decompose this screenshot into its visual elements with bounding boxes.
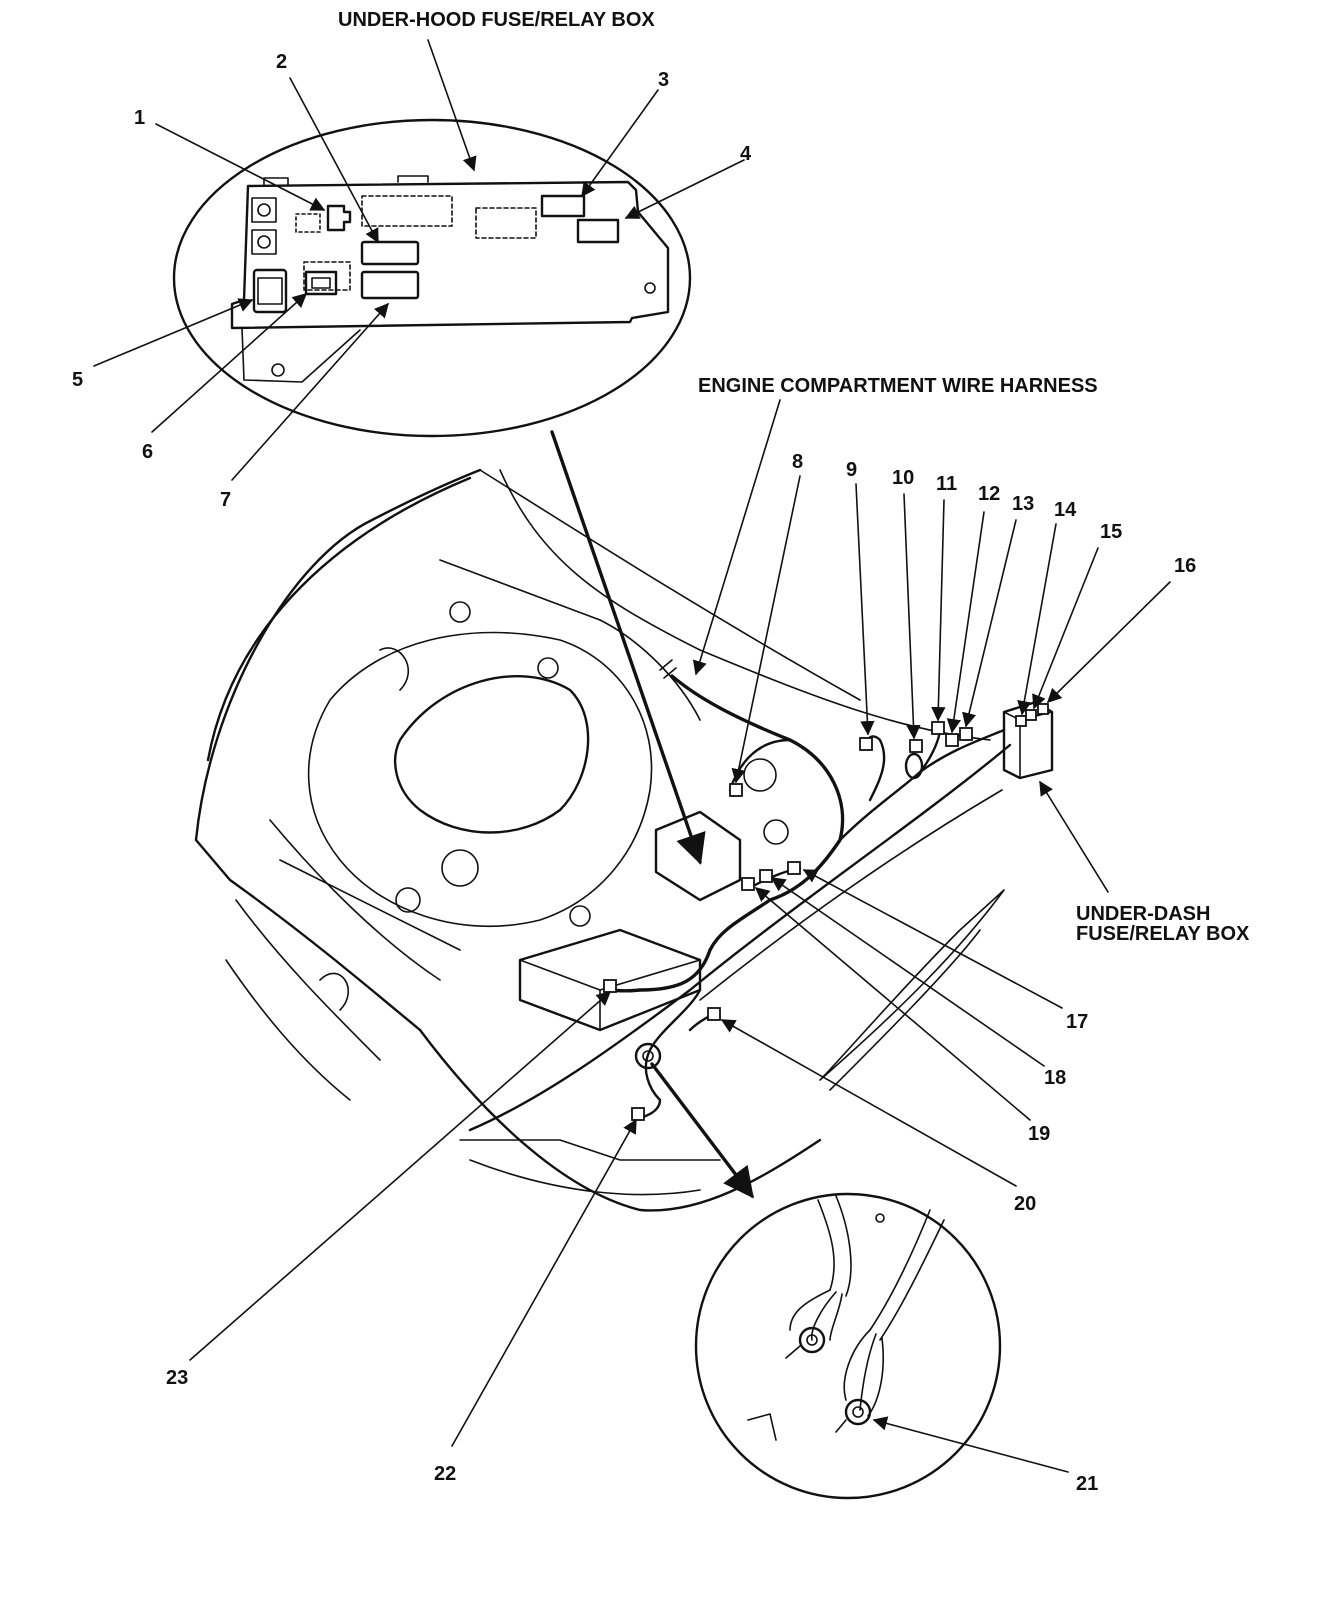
detail-circle [694,1192,1002,1500]
callout-15: 15 [1100,521,1122,543]
callout-21: 21 [1076,1473,1098,1495]
callout-5: 5 [72,369,83,391]
callout-6: 6 [142,441,153,463]
label-underdash-line1: UNDER-DASH [1076,903,1210,925]
callout-1: 1 [134,107,145,129]
callout-19: 19 [1028,1123,1050,1145]
callout-14: 14 [1054,499,1077,521]
callout-18: 18 [1044,1067,1066,1089]
connector-6 [304,270,338,296]
connector-4 [576,218,620,244]
underdash-fuse-box [1002,700,1054,780]
callout-7: 7 [220,489,231,511]
callout-17: 17 [1066,1011,1088,1033]
engine-wire-harness [603,659,1006,1121]
callout-23: 23 [166,1367,188,1389]
label-engine-harness: ENGINE COMPARTMENT WIRE HARNESS [698,375,1098,397]
connector-7 [360,270,420,300]
callout-9: 9 [846,459,857,481]
fuse-box-outline [230,180,670,330]
callout-11: 11 [936,473,957,495]
callout-2: 2 [276,51,287,73]
leader-lines [93,39,1171,1473]
callout-3: 3 [658,69,669,91]
callout-22: 22 [434,1463,456,1485]
inset-ellipse [172,118,692,438]
callout-20: 20 [1014,1193,1036,1215]
label-underhood-box: UNDER-HOOD FUSE/RELAY BOX [338,9,655,31]
callout-10: 10 [892,467,914,489]
connector-5 [252,268,288,314]
callout-16: 16 [1174,555,1196,577]
connector-2 [360,240,420,266]
underhood-box-inset [172,118,692,438]
label-underdash-line2: FUSE/RELAY BOX [1076,923,1250,945]
callout-8: 8 [792,451,803,473]
callout-4: 4 [740,143,752,165]
grommet-detail-inset [694,1192,1002,1500]
callout-numbers: 1 2 3 4 5 6 7 8 9 10 11 12 13 14 15 16 1… [72,51,1196,1495]
connector-3 [540,194,586,218]
connector-1 [326,204,352,232]
callout-13: 13 [1012,493,1034,515]
callout-12: 12 [978,483,1000,505]
title-labels: UNDER-HOOD FUSE/RELAY BOX ENGINE COMPART… [338,9,1250,945]
